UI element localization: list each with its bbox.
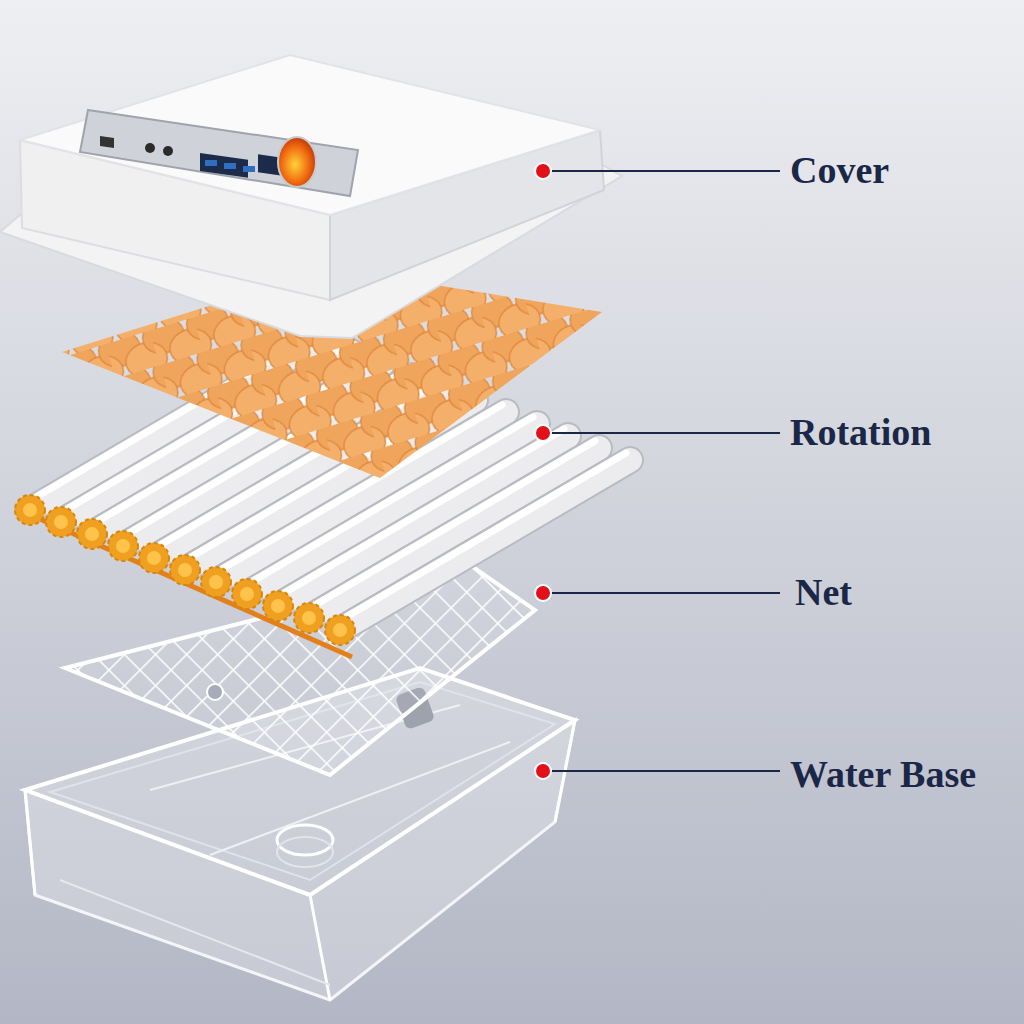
part-label: Water Base [790,754,976,796]
part-label: Net [795,572,852,614]
part-label: Rotation [790,412,931,454]
leader-lines [534,162,780,780]
cover-drawing [0,55,622,338]
part-label: Cover [790,150,889,192]
